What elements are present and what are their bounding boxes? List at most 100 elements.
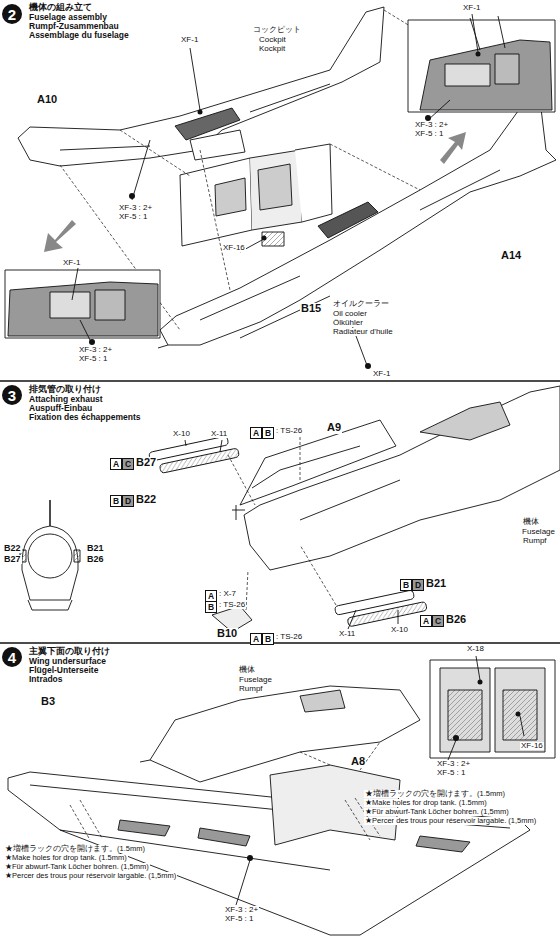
note: ★Percer des trous pour réservoir largabl… (4, 872, 177, 880)
illustration-stroke (44, 220, 76, 252)
box-text: 4 (8, 650, 16, 665)
box-text: B (265, 635, 271, 644)
part-number: B27 (135, 457, 157, 469)
paint-callout: XF-1 (180, 36, 199, 44)
illustration-stroke (430, 660, 555, 758)
illustration-stroke (190, 130, 245, 160)
illustration-stroke (334, 588, 427, 629)
illustration-stroke (95, 290, 125, 320)
illustration-stroke (49, 500, 51, 530)
box-text: B (265, 429, 271, 438)
paint-callout: XF-5 : 1 (118, 213, 148, 221)
heading: Rumpf-Zusammenbau (28, 22, 120, 31)
illustration-stroke (70, 742, 380, 840)
illustration-stroke (129, 193, 135, 199)
paint-callout: : TS-26 (218, 601, 246, 609)
text-label: Fuselage (521, 528, 556, 536)
paint-callout: X-11 (338, 630, 356, 638)
paint-code-box: B (205, 601, 217, 613)
illustration-stroke (246, 570, 248, 610)
illustration-stroke (408, 20, 555, 112)
illustration-stroke (240, 420, 396, 505)
illustration-stroke (185, 440, 398, 629)
illustration-stroke (215, 164, 292, 216)
illustration-stroke (453, 735, 459, 741)
illustration-stroke (160, 100, 556, 345)
paint-callout: XF-3 : 2+ (78, 346, 113, 354)
paint-callout: XF-5 : 1 (436, 769, 466, 777)
paint-code-box: C (122, 458, 134, 470)
illustration-stroke (318, 202, 378, 238)
illustration-stroke (247, 855, 253, 861)
illustration-stroke (262, 236, 267, 241)
illustration-stroke (252, 446, 400, 520)
paint-callout: X-18 (466, 645, 485, 653)
illustration-stroke (476, 52, 481, 57)
text-label: Radiateur d'huile (332, 328, 394, 336)
paint-callout: X-10 (390, 626, 409, 634)
part-number: B10 (216, 628, 238, 640)
illustration-stroke (150, 686, 420, 782)
box-text: A (253, 429, 259, 438)
part-number: B3 (40, 696, 56, 708)
paint-callout: XF-5 : 1 (78, 355, 108, 363)
paint-callout: : TS-26 (275, 427, 303, 435)
paint-code-box: D (122, 495, 134, 507)
illustration-stroke (72, 268, 78, 300)
box-text: D (125, 497, 131, 506)
note: ★Für abwurf-Tank Löcher bohren. (1,5mm) (4, 863, 150, 871)
illustration-stroke (70, 742, 380, 840)
paint-callout: XF-1 (62, 259, 81, 267)
part-number: A8 (350, 756, 366, 768)
box-text: C (125, 460, 131, 469)
illustration-stroke (365, 363, 371, 369)
box-text: C (435, 617, 441, 626)
illustration-stroke (28, 534, 72, 578)
paint-callout: XF-16 (222, 244, 246, 252)
paint-code-box: C (432, 615, 444, 627)
part-number: B21 (86, 544, 105, 553)
text-label: コックピット (252, 26, 302, 34)
paint-callout: : X-7 (218, 590, 237, 598)
paint-callout: XF-1 (372, 370, 391, 378)
paint-callout: XF-5 : 1 (414, 130, 444, 138)
text-label: Ölkühler (332, 319, 364, 327)
illustration-stroke (300, 690, 345, 712)
text-label: Cockpit (258, 36, 287, 44)
box-text: A (113, 460, 119, 469)
illustration-stroke (495, 54, 519, 84)
illustration-stroke (440, 668, 490, 752)
illustration-stroke (228, 432, 336, 605)
illustration-stroke (80, 14, 478, 368)
illustration-stroke (0, 7, 560, 935)
illustration-stroke (140, 760, 150, 762)
text-label: Rumpf (238, 685, 264, 693)
paint-callout: X-10 (172, 430, 191, 438)
illustration-stroke (198, 110, 203, 115)
part-number: B22 (3, 544, 22, 553)
box-text: A (208, 592, 214, 601)
part-number: A9 (326, 422, 342, 434)
paint-code-box: A (420, 615, 432, 627)
paint-code-box: A (250, 427, 262, 439)
paint-code-box: D (412, 579, 424, 591)
illustration-stroke (236, 656, 524, 905)
part-number: B27 (3, 555, 22, 564)
heading: 機体の組み立て (28, 3, 93, 12)
illustration-stroke (347, 601, 427, 626)
illustration-stroke (445, 64, 490, 86)
illustration-stroke (200, 170, 500, 338)
illustration-stroke (89, 339, 95, 345)
text-label: 機体 (238, 666, 256, 674)
paint-callout: XF-3 : 2+ (118, 204, 153, 212)
paint-callout: XF-5 : 1 (224, 915, 254, 923)
paint-callout: : TS-26 (275, 633, 303, 641)
illustration-stroke (149, 434, 240, 475)
text-label: 機体 (522, 518, 540, 526)
heading: Wing undersurface (28, 657, 107, 666)
box-text: 2 (8, 7, 16, 22)
box-text: B (113, 497, 119, 506)
text-label: Rumpf (522, 537, 548, 545)
illustration-stroke (516, 712, 521, 717)
step-number: 4 (2, 647, 22, 667)
